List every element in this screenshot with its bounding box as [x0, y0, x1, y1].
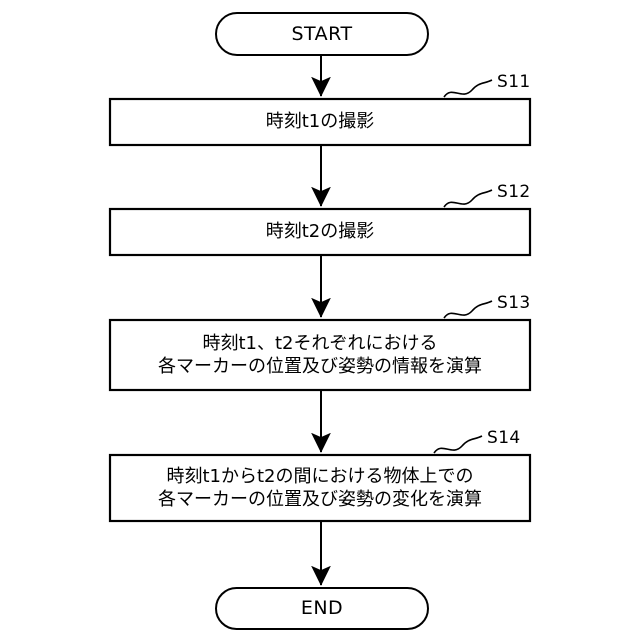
step-label-s14: S14 — [487, 428, 521, 448]
node-s13-shape — [108, 318, 532, 392]
step-label-s11: S11 — [497, 72, 531, 92]
node-s11-shape — [108, 97, 532, 147]
leader-line-s11 — [443, 79, 493, 98]
node-s12-shape — [108, 207, 532, 257]
step-label-s13: S13 — [497, 293, 531, 313]
leader-line-s13 — [443, 300, 493, 319]
leader-line-s12 — [443, 189, 493, 208]
leader-line-s14 — [433, 435, 483, 454]
node-s14-shape — [108, 453, 532, 523]
node-end-shape — [215, 587, 429, 630]
node-start-shape — [215, 12, 429, 56]
step-label-s12: S12 — [497, 182, 531, 202]
